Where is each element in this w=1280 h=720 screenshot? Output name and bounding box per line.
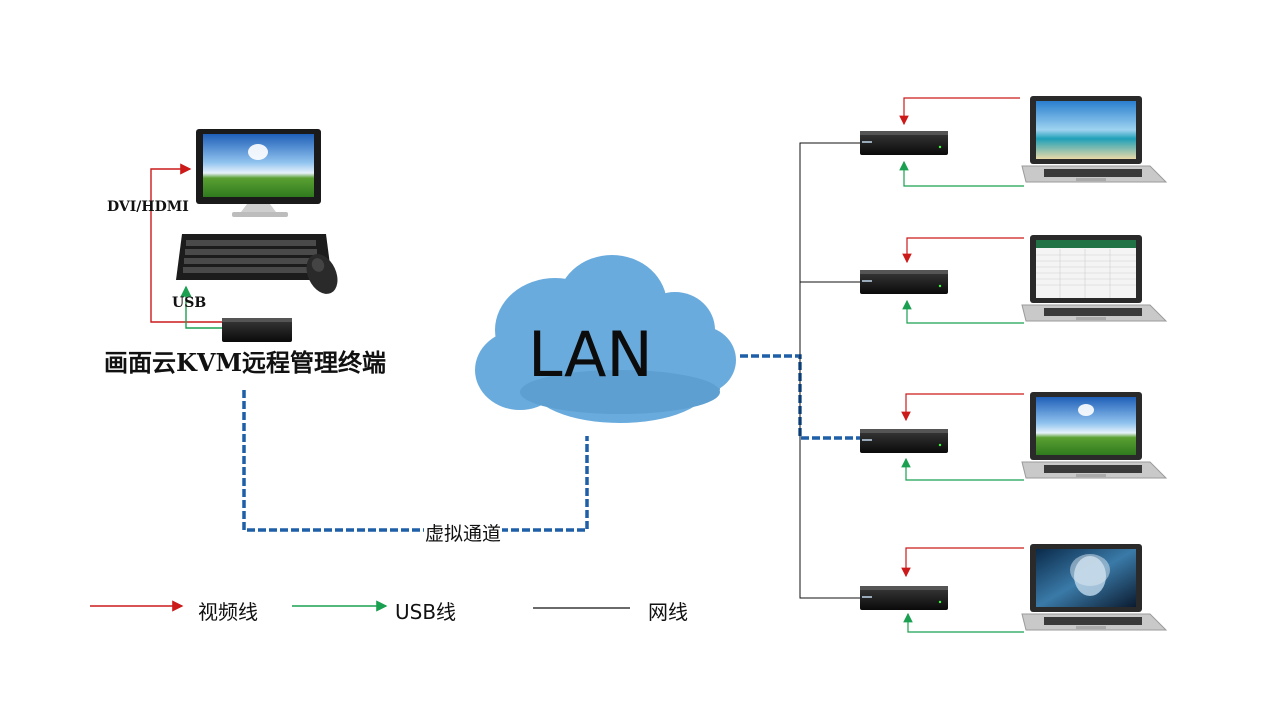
virtual-channel-label: 虚拟通道 <box>424 519 503 546</box>
legend-usb-label: USB线 <box>395 600 457 624</box>
network-bus <box>799 142 860 599</box>
monitor-icon <box>196 129 321 217</box>
laptop-icon <box>1021 234 1167 322</box>
cloud-icon <box>475 255 736 423</box>
kvm-box-icon <box>860 131 948 155</box>
legend-video-label: 视频线 <box>198 600 258 624</box>
kvm-box-icon <box>860 270 948 294</box>
dvi-hdmi-label: DVI/HDMI <box>107 199 189 215</box>
kvm-box-icon <box>222 318 292 342</box>
remote-unit-3 <box>860 391 1167 481</box>
remote-unit-2 <box>860 234 1167 324</box>
mouse-icon <box>306 254 338 294</box>
remote-unit-4 <box>860 543 1167 633</box>
keyboard-icon <box>176 234 332 280</box>
usb-line-terminal <box>180 285 222 329</box>
virtual-channel-path <box>242 390 589 532</box>
terminal-label: 画面云KVM远程管理终端 <box>104 348 387 377</box>
laptop-icon <box>1021 391 1167 479</box>
laptop-icon <box>1021 543 1167 631</box>
lan-label: LAN <box>528 318 653 391</box>
kvm-box-icon <box>860 586 948 610</box>
legend-network-label: 网线 <box>648 600 688 624</box>
kvm-box-icon <box>860 429 948 453</box>
laptop-icon <box>1021 95 1167 183</box>
usb-label: USB <box>172 295 207 311</box>
remote-unit-1 <box>860 95 1167 187</box>
